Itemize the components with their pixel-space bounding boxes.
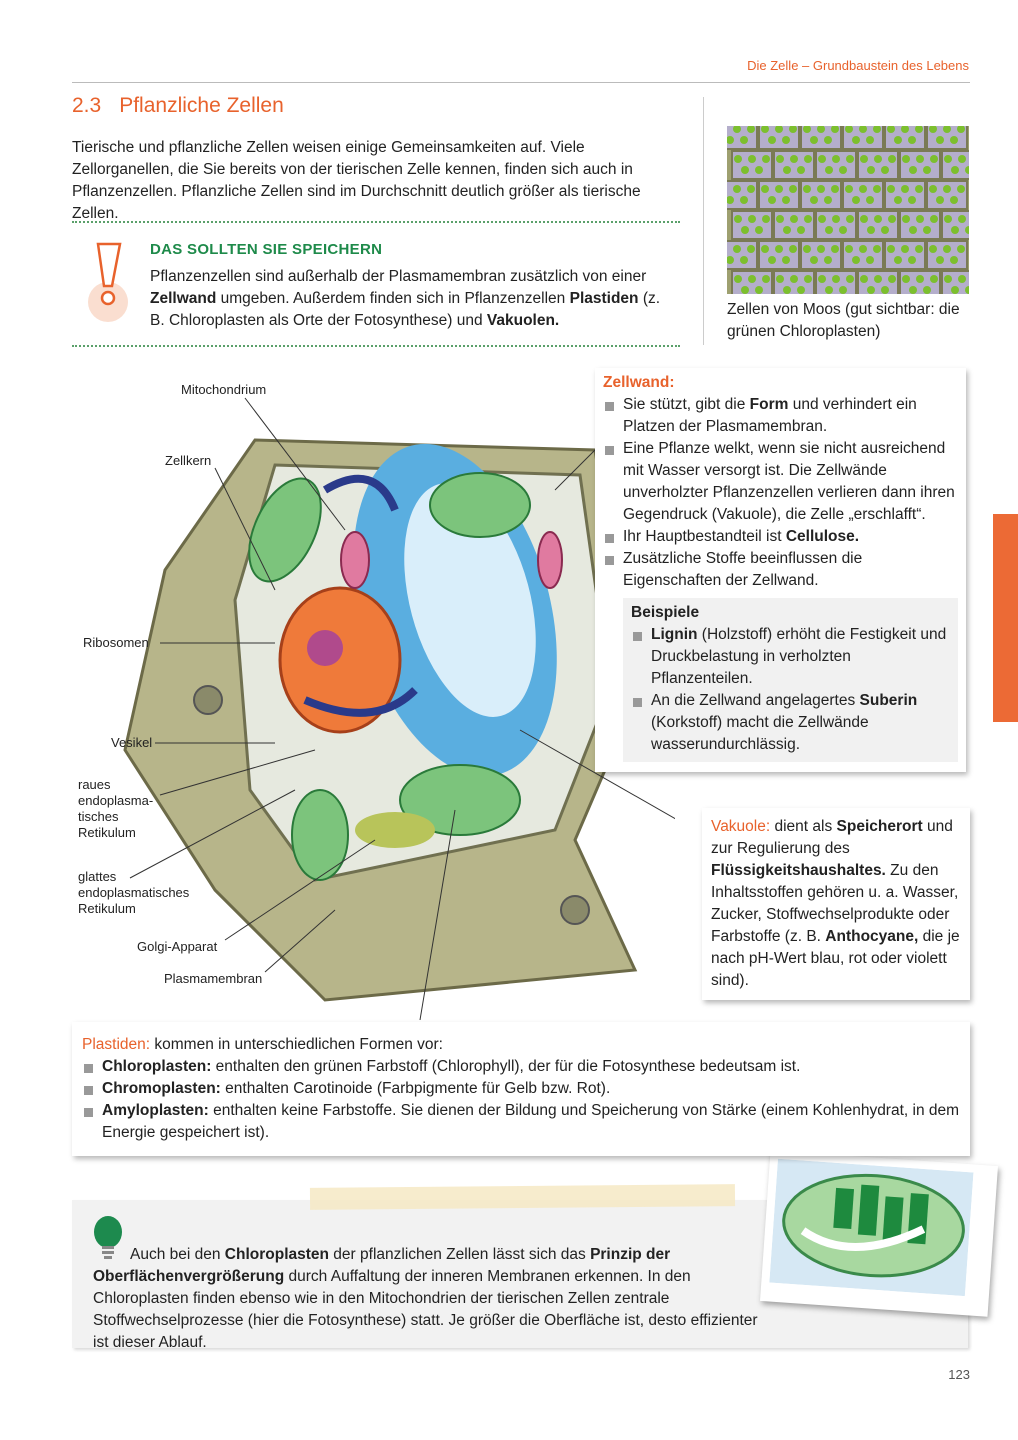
zellwand-box: Zellwand: Sie stützt, gibt die Form und … (595, 368, 966, 772)
text-segment: Vakuole: (711, 818, 771, 835)
header-divider (72, 82, 970, 83)
bold-text: Flüssigkeitshaushaltes. (711, 862, 886, 879)
moss-cells-photo (727, 126, 969, 294)
text-segment: Zusätzliche Stoffe beeinflussen die Eige… (623, 550, 863, 589)
list-item: Sie stützt, gibt die Form und verhindert… (603, 394, 958, 438)
text-segment: dient als (770, 818, 837, 835)
list-item: Ihr Hauptbestandteil ist Cellulose. (603, 526, 958, 548)
bold-text: Speicherort (836, 818, 923, 835)
label-mitochondrium: Mitochondrium (181, 382, 267, 397)
vakuole-box: Vakuole: dient als Speicherort und zur R… (702, 808, 970, 1000)
page-number: 123 (948, 1367, 970, 1382)
text-segment: Plastiden: (82, 1036, 151, 1053)
bold-text: Vakuolen. (486, 312, 560, 329)
plant-cell-diagram (123, 397, 675, 1020)
label-golgi: Golgi-Apparat (137, 939, 218, 954)
section-title: 2.3 Pflanzliche Zellen (72, 94, 302, 118)
bold-text: Zellwand (150, 290, 217, 307)
section-title-text: Pflanzliche Zellen (119, 94, 284, 117)
label-glattes-er: glattes endoplasmatisches Retikulum (78, 869, 190, 916)
zellwand-heading: Zellwand: (603, 374, 675, 391)
text-segment: Zu den Inhaltsstoffen gehören u. a. Wass… (711, 862, 959, 945)
text-segment: kommen in unterschiedlichen Formen vor: (150, 1036, 443, 1053)
list-item: Chloroplasten: enthalten den grünen Farb… (82, 1056, 962, 1078)
dotted-divider (72, 345, 680, 347)
list-item: Amyloplasten: enthalten keine Farbstoffe… (82, 1100, 962, 1144)
list-item: Zusätzliche Stoffe beeinflussen die Eige… (603, 548, 958, 592)
exclamation-icon (88, 242, 128, 322)
label-ribosomen: Ribosomen (83, 635, 149, 650)
examples-list: Lignin (Holzstoff) erhöht die Festigkeit… (631, 624, 950, 756)
memo-heading: DAS SOLLTEN SIE SPEICHERN (150, 241, 383, 258)
tip-text: Auch bei den Chloroplasten der pflanzlic… (93, 1244, 773, 1354)
text-segment: Pflanzenzellen sind außerhalb der Plasma… (150, 268, 647, 285)
label-zellkern: Zellkern (165, 453, 212, 468)
intro-paragraph: Tierische und pflanzliche Zellen weisen … (72, 137, 684, 225)
text-segment: umgeben. Außerdem finden sich in Pflanze… (216, 290, 570, 307)
lightbulb-icon (94, 1216, 122, 1259)
bold-text: Amyloplasten: (102, 1102, 209, 1119)
text-segment: (z. B. Chloroplasten als Orte der Fotosy… (150, 290, 661, 329)
bold-text: Chloroplasten (224, 1246, 329, 1263)
zellwand-list: Sie stützt, gibt die Form und verhindert… (603, 394, 958, 592)
text-segment: An die Zellwand angelagertes (651, 692, 860, 709)
text-segment: der pflanzlichen Zellen lässt sich das (329, 1246, 591, 1263)
label-vesikel: Vesikel (111, 735, 153, 750)
text-segment: enthalten den grünen Farbstoff (Chloroph… (211, 1058, 801, 1075)
text-segment: durch Auffaltung der inneren Membranen e… (93, 1268, 758, 1351)
section-number: 2.3 (72, 94, 102, 117)
list-item: Lignin (Holzstoff) erhöht die Festigkeit… (631, 624, 950, 690)
text-segment: Tierische und pflanzliche Zellen weisen … (72, 139, 641, 222)
bold-text: Suberin (859, 692, 918, 709)
text-segment: enthalten keine Farbstoffe. Sie dienen d… (102, 1102, 960, 1141)
bold-text: Prinzip der Oberflächenvergrößerung (93, 1246, 671, 1285)
text-segment: und verhindert ein Platzen der Plasmamem… (623, 396, 917, 435)
text-segment: (Holzstoff) erhöht die Festigkeit und Dr… (651, 626, 947, 687)
dotted-divider (72, 221, 680, 223)
bold-text: Chromoplasten: (102, 1080, 221, 1097)
bold-text: Lignin (651, 626, 698, 643)
bold-text: Form (749, 396, 789, 413)
plastiden-list: Chloroplasten: enthalten den grünen Farb… (82, 1056, 962, 1144)
list-item: Chromoplasten: enthalten Carotinoide (Fa… (82, 1078, 962, 1100)
chapter-tab (993, 514, 1018, 722)
plastiden-intro: Plastiden: kommen in unterschiedlichen F… (82, 1034, 962, 1056)
label-raues-er: raues endoplasma-tisches Retikulum (78, 777, 154, 840)
list-item: Eine Pflanze welkt, wenn sie nicht ausre… (603, 438, 958, 526)
text-segment: (Korkstoff) macht die Zellwände wasserun… (651, 714, 869, 753)
text-segment: enthalten Carotinoide (Farbpigmente für … (220, 1080, 611, 1097)
text-segment: die je nach pH-Wert blau, rot oder viole… (711, 928, 960, 989)
text-segment: Sie stützt, gibt die (623, 396, 750, 413)
memo-text: Pflanzenzellen sind außerhalb der Plasma… (150, 266, 670, 332)
examples-heading: Beispiele (631, 604, 700, 621)
bold-text: Cellulose. (785, 528, 860, 545)
column-divider (703, 97, 704, 345)
running-header: Die Zelle – Grundbaustein des Lebens (747, 58, 969, 73)
text-segment: und zur Regulierung des (711, 818, 953, 857)
tape-decoration (309, 1184, 736, 1210)
bold-text: Plastiden (569, 290, 639, 307)
label-plasmamembran: Plasmamembran (164, 971, 263, 986)
text-segment: Auch bei den (130, 1246, 225, 1263)
text-segment: Ihr Hauptbestandteil ist (623, 528, 786, 545)
chloroplast-closeup-image (760, 1150, 998, 1317)
plastiden-box: Plastiden: kommen in unterschiedlichen F… (72, 1022, 970, 1156)
list-item: An die Zellwand angelagertes Suberin (Ko… (631, 690, 950, 756)
examples-box: Beispiele Lignin (Holzstoff) erhöht die … (623, 598, 958, 762)
bold-text: Anthocyane, (825, 928, 919, 945)
bold-text: Chloroplasten: (102, 1058, 212, 1075)
photo-caption: Zellen von Moos (gut sichtbar: die grüne… (727, 301, 960, 340)
text-segment: Eine Pflanze welkt, wenn sie nicht ausre… (623, 440, 955, 523)
